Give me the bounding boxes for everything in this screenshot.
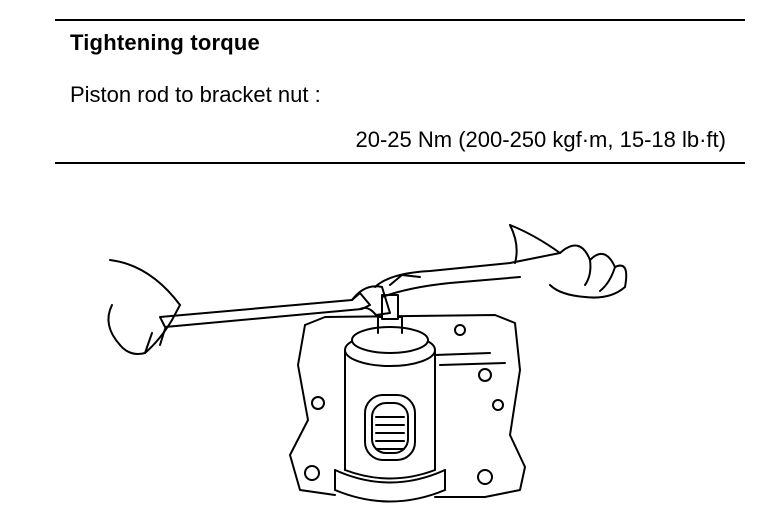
top-divider	[55, 19, 745, 21]
wrench-tightening-illustration	[90, 205, 650, 515]
torque-value: 20-25 Nm (200-250 kgf·m, 15-18 lb·ft)	[355, 127, 727, 152]
bottom-divider	[55, 162, 745, 164]
wrench-tightening-nut-icon	[107, 224, 628, 503]
torque-heading: Tightening torque	[70, 30, 260, 55]
torque-item-label: Piston rod to bracket nut :	[70, 82, 321, 107]
